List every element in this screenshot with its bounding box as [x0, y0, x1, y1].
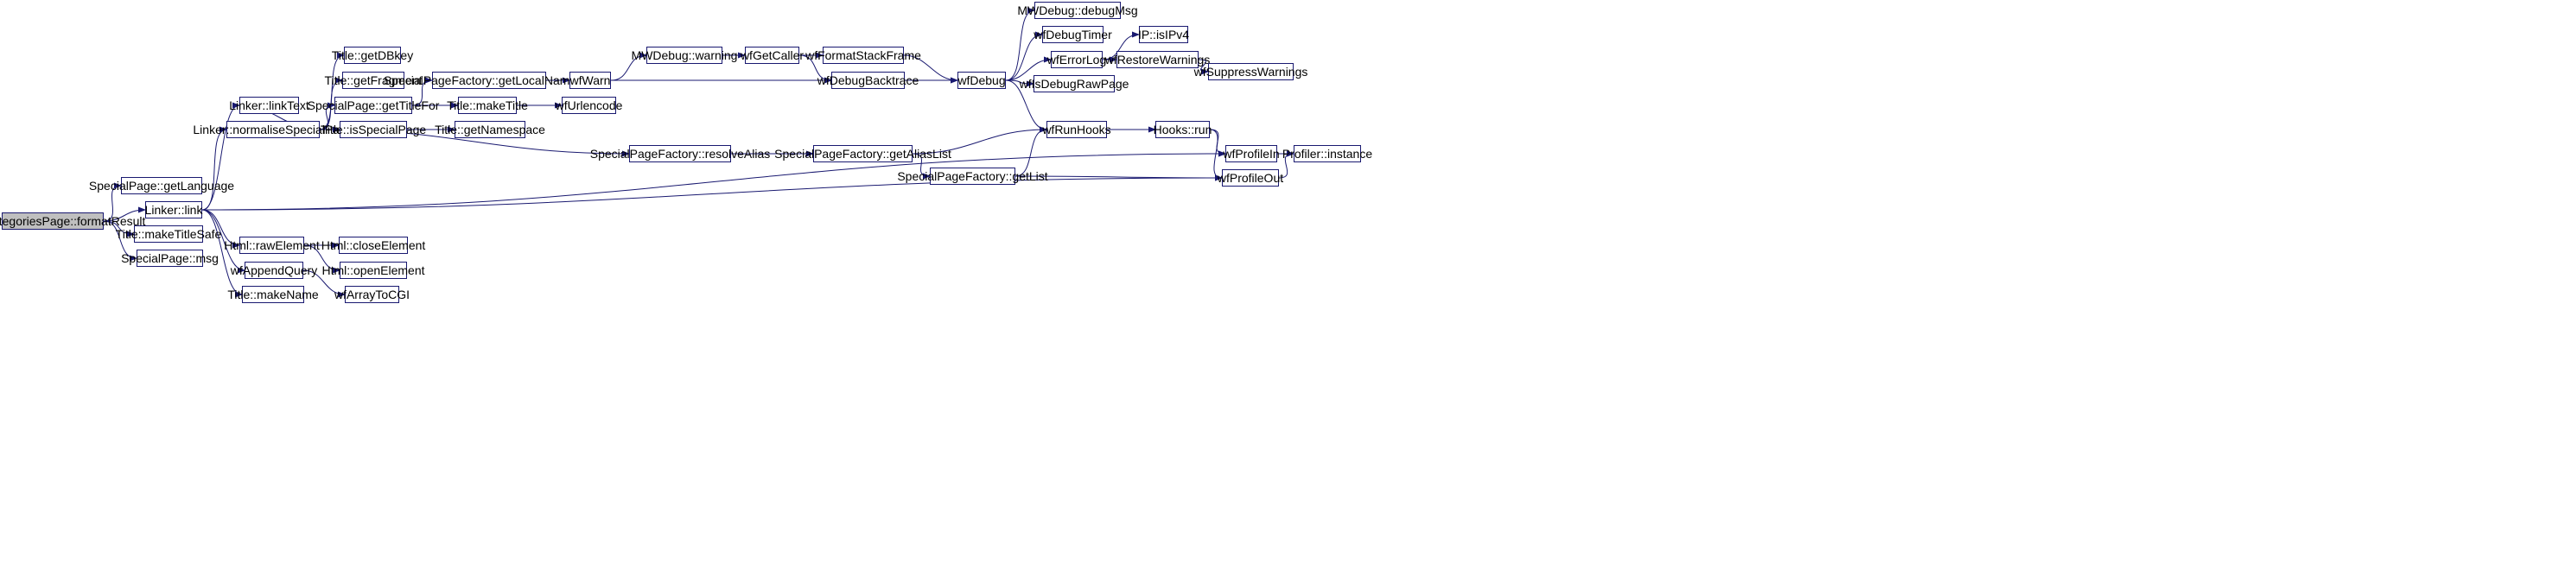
- graph-edge: [103, 220, 135, 237]
- graph-node[interactable]: SpecialPage::getTitleFor: [307, 97, 440, 114]
- graph-node[interactable]: wfArrayToCGI: [334, 286, 410, 303]
- graph-edge: [201, 209, 245, 274]
- graph-edge: [201, 150, 1226, 211]
- graph-node[interactable]: Title::makeName: [227, 286, 319, 303]
- graph-edge: [201, 209, 243, 298]
- graph-node[interactable]: Title::getNamespace: [435, 121, 545, 138]
- graph-edge: [1005, 56, 1052, 81]
- graph-node[interactable]: wfProfileOut: [1217, 169, 1284, 187]
- graph-node[interactable]: SpecialPage::getLanguage: [88, 177, 235, 194]
- graph-edge: [103, 182, 122, 222]
- graph-edge: [103, 220, 137, 262]
- graph-node[interactable]: MWDebug::warning: [631, 47, 738, 64]
- graph-node[interactable]: wfDebugBacktrace: [817, 72, 919, 89]
- graph-node[interactable]: wfAppendQuery: [230, 262, 318, 279]
- graph-edge: [201, 174, 1223, 211]
- graph-edge: [201, 209, 240, 249]
- graph-edge: [319, 102, 335, 130]
- graph-edge: [303, 244, 340, 274]
- graph-node[interactable]: SpecialPageFactory::getAliasList: [774, 145, 951, 162]
- graph-edge: [1005, 79, 1047, 133]
- graph-edge: [912, 126, 1047, 155]
- graph-edge: [1005, 79, 1034, 87]
- graph-node[interactable]: Title::makeTitle: [447, 97, 528, 114]
- graph-edge: [1209, 129, 1223, 181]
- graph-edge: [201, 126, 227, 211]
- graph-node[interactable]: Linker::link: [144, 201, 203, 218]
- graph-edge: [1278, 150, 1294, 179]
- graph-node[interactable]: wfErrorLog: [1046, 51, 1107, 68]
- graph-node[interactable]: wfWarn: [569, 72, 611, 89]
- graph-edge: [610, 52, 647, 81]
- graph-node[interactable]: Title::getDBkey: [331, 47, 414, 64]
- graph-edge: [103, 206, 146, 222]
- graph-node[interactable]: Html::rawElement: [224, 237, 320, 254]
- graph-edge: [302, 269, 346, 298]
- graph-edge: [912, 153, 931, 180]
- graph-node[interactable]: SpecialPageFactory::getLocalNameFor: [383, 72, 595, 89]
- graph-node[interactable]: wfDebug: [957, 72, 1006, 89]
- graph-edge: [1005, 7, 1035, 81]
- graph-node[interactable]: wfGetCaller: [740, 47, 805, 64]
- graph-node[interactable]: SpecialPageFactory::getList: [897, 168, 1048, 185]
- graph-node[interactable]: MWDebug::debugMsg: [1017, 2, 1138, 19]
- graph-node[interactable]: wfDebugTimer: [1034, 26, 1112, 43]
- graph-node[interactable]: Linker::normaliseSpecialPage: [193, 121, 353, 138]
- graph-edge: [1102, 31, 1140, 60]
- graph-edge: [903, 54, 958, 84]
- graph-node[interactable]: MostcategoriesPage::formatResult: [0, 212, 146, 230]
- graph-node[interactable]: Html::closeElement: [321, 237, 426, 254]
- graph-edge: [798, 54, 832, 84]
- graph-node[interactable]: Html::openElement: [321, 262, 425, 279]
- graph-node[interactable]: SpecialPageFactory::resolveAlias: [589, 145, 771, 162]
- graph-node[interactable]: wfSuppressWarnings: [1193, 63, 1308, 80]
- graph-node[interactable]: Linker::linkText: [229, 97, 309, 114]
- graph-edge: [411, 77, 433, 106]
- graph-node[interactable]: SpecialPage::msg: [121, 250, 219, 267]
- graph-node[interactable]: wfProfileIn: [1223, 145, 1280, 162]
- graph-node[interactable]: wfFormatStackFrame: [805, 47, 921, 64]
- graph-node[interactable]: Profiler::instance: [1282, 145, 1373, 162]
- graph-node[interactable]: wfUrlencode: [555, 97, 623, 114]
- graph-node[interactable]: wfRunHooks: [1042, 121, 1111, 138]
- graph-edge: [1198, 59, 1209, 75]
- graph-node[interactable]: Hooks::run: [1153, 121, 1212, 138]
- graph-edge: [1005, 31, 1043, 81]
- graph-node[interactable]: Title::isSpecialPage: [320, 121, 427, 138]
- graph-edge: [1014, 174, 1223, 181]
- graph-node[interactable]: wfIsDebugRawPage: [1019, 75, 1129, 92]
- graph-node[interactable]: Title::makeTitleSafe: [115, 225, 222, 243]
- graph-node[interactable]: wfRestoreWarnings: [1104, 51, 1211, 68]
- graph-node[interactable]: IP::isIPv4: [1137, 26, 1190, 43]
- graph-node[interactable]: Title::getFragment: [324, 72, 423, 89]
